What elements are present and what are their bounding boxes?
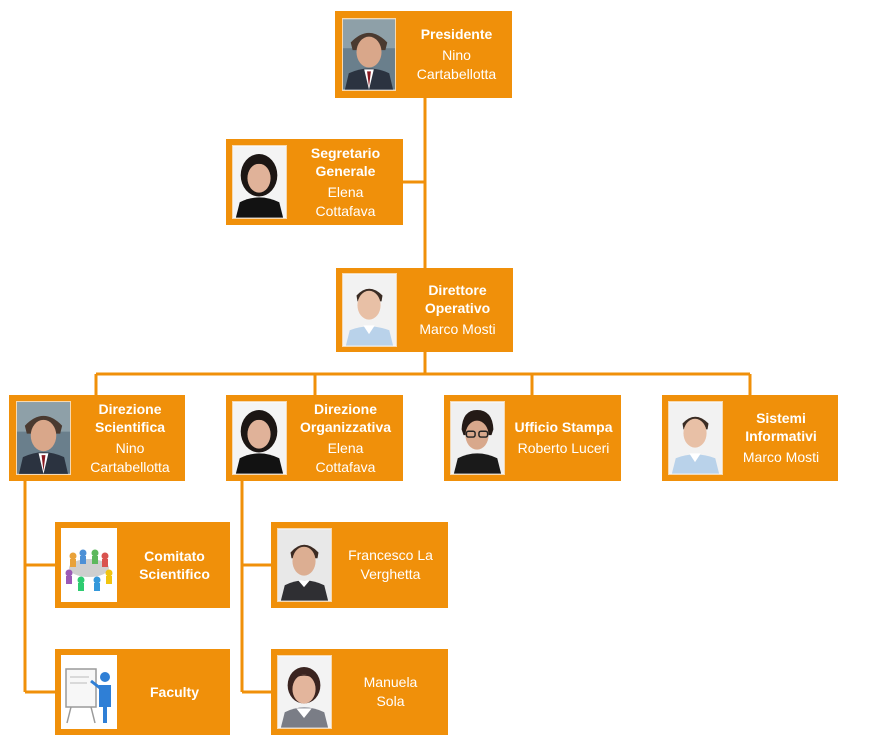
photo-elena-cottafava [232, 401, 287, 475]
photo-francesco-la-verghetta [277, 528, 332, 602]
node-person-name: Marco Mosti [742, 449, 820, 465]
photo-marco-mosti [342, 273, 397, 347]
node-title: Ufficio Stampa [514, 419, 613, 435]
photo-roberto-luceri [450, 401, 505, 475]
photo-nino-cartabellotta [342, 18, 396, 91]
photo-marco-mosti [668, 401, 723, 475]
presentation-board-icon [61, 655, 117, 729]
node-ufficio-stampa: Ufficio Stampa Roberto Luceri [444, 395, 621, 481]
node-person-name: Roberto Luceri [517, 440, 610, 456]
node-title: Faculty [149, 684, 199, 700]
photo-nino-cartabellotta [16, 401, 71, 475]
meeting-table-icon [61, 528, 117, 602]
photo-manuela-sola [277, 655, 332, 729]
photo-elena-cottafava [232, 145, 287, 219]
node-faculty: Faculty [55, 649, 230, 735]
node-title: Presidente [420, 26, 493, 42]
node-person-name: Marco Mosti [419, 321, 496, 337]
